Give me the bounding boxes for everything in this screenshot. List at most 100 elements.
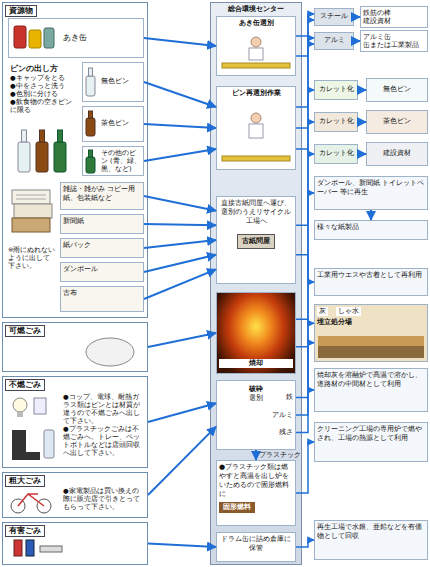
flow-arrow	[296, 122, 314, 128]
waste-category-box: 新聞紙	[60, 214, 144, 234]
waste-category-box: あき缶	[8, 18, 144, 58]
flow-arrow	[255, 450, 257, 460]
node-text: 建設資材	[369, 149, 425, 158]
node-text: 新聞紙	[63, 217, 141, 226]
group-panel: 資源物あき缶ビンの出し方●キャップをとる●中をさっと洗う●色別に分ける●飲食物の…	[2, 2, 148, 318]
waste-category-box: 紙パック	[60, 238, 144, 258]
waste-category-box: 有害ごみ	[2, 522, 148, 565]
waste-category-box: ダンボール	[60, 262, 144, 282]
node-text: 再生工場で水銀、亜鉛などを有価物として回収	[317, 523, 425, 541]
flow-arrow	[144, 196, 216, 211]
node-text: 鉄筋の棒	[363, 9, 425, 17]
node-text: ●プラスチックごみは不燃ごみへ。トレー、ペットボトルなどは店頭回収へ出して下さい…	[63, 425, 145, 457]
flow-arrow	[148, 403, 216, 422]
waste-category-box: 無色ビン	[82, 62, 144, 102]
flow-arrow	[296, 319, 314, 323]
flow-arrow	[358, 153, 366, 155]
flow-arrow	[296, 14, 314, 36]
node-text: ●色別に分ける	[10, 90, 76, 98]
group-panel: 総合環境センターあき缶選別ビン再選別作業直接古紙問屋へ運び、選別のうえリサイクル…	[210, 2, 302, 565]
output-box: 工業用ウエスや古着として再利用	[314, 268, 428, 296]
process-box: 直接古紙問屋へ運び、選別のうえリサイクル工場へ古紙問屋	[216, 196, 296, 284]
flow-arrow	[144, 240, 216, 248]
node-text: 選別	[221, 394, 291, 403]
node-text: 破砕	[221, 385, 291, 394]
node-text: 古布	[63, 289, 141, 298]
waste-category-box: 茶色ビン	[82, 106, 144, 142]
node-text: クリーニング工場の専用炉で燃やされ、工場の熱源として利用	[317, 425, 425, 443]
output-box: 様々な紙製品	[314, 220, 428, 240]
node-text: 建設資材	[363, 17, 425, 25]
node-text: あき缶選別	[219, 19, 293, 28]
node-text: 雑誌・雑がみ コピー用紙、包装紙など	[63, 185, 141, 203]
output-box: スチール	[314, 8, 354, 26]
node-text: 直接古紙問屋へ運び、選別のうえリサイクル工場へ	[219, 199, 293, 226]
node-text: 様々な紙製品	[317, 223, 425, 232]
flow-arrow	[296, 255, 314, 282]
flow-arrow	[296, 343, 314, 433]
flow-arrow	[148, 333, 216, 347]
node-text: 固形燃料	[219, 502, 255, 513]
node-text: ドラム缶に詰め倉庫に保管	[219, 535, 293, 553]
node-text: 粗大ごみ	[5, 475, 45, 487]
node-text: しゃ水	[336, 307, 361, 316]
flow-arrow	[370, 210, 372, 220]
output-box: 再生工場で水銀、亜鉛などを有価物として回収	[314, 520, 428, 560]
output-box: カレット化	[314, 144, 358, 164]
waste-category-box: 雑誌・雑がみ コピー用紙、包装紙など	[60, 182, 144, 210]
node-text: ●中をさっと洗う	[10, 82, 76, 90]
flow-arrow	[296, 20, 314, 398]
flow-arrow	[358, 121, 366, 123]
node-text: ●プラスチック類は燃やすと高温を出し炉をいためるので固形燃料に	[219, 463, 293, 499]
output-box: カレット化	[314, 112, 358, 132]
waste-category-box: 不燃ごみ●コップ、電球、耐熱ガラス類はビンとは材質が違うので不燃ごみへ出して下さ…	[2, 376, 148, 468]
flow-arrow	[296, 38, 314, 56]
process-box: あき缶選別	[216, 16, 296, 76]
node-text: ビン再選別作業	[219, 89, 293, 98]
flow-arrow	[296, 442, 314, 493]
flow-arrow	[358, 89, 366, 91]
flow-arrow	[144, 255, 216, 272]
node-text: ●家電製品は買い換えの際に販売店で引きとってもらって下さい。	[63, 487, 145, 511]
node-text: 灰	[317, 307, 328, 316]
node-text: 焼却灰を溶融炉で高温で溶かし、道路材の中間材として利用	[317, 371, 425, 389]
output-box: クリーニング工場の専用炉で燃やされ、工場の熱源として利用	[314, 422, 428, 462]
node-text: 埋立処分場	[317, 318, 425, 327]
node-text: ダンボール	[63, 265, 141, 274]
process-box: ●プラスチック類は燃やすと高温を出し炉をいためるので固形燃料に固形燃料	[216, 460, 296, 526]
node-text: 工業用ウエスや古着として再利用	[317, 271, 425, 280]
output-box: ダンボール、新聞紙 トイレットペーパー 等に再生	[314, 176, 428, 210]
node-text: その他のビン (青、緑、黒、など)	[101, 149, 141, 173]
waste-category-box: ビンの出し方●キャップをとる●中をさっと洗う●色別に分ける●飲食物の空きビンに限…	[8, 62, 78, 176]
waste-category-box: 可燃ごみ	[2, 322, 148, 372]
node-text: カレット化	[317, 85, 355, 94]
process-box: ビン再選別作業	[216, 86, 296, 170]
flow-arrow	[296, 44, 314, 415]
flow-arrow	[296, 540, 314, 547]
flow-arrow	[144, 269, 216, 299]
flow-arrow	[144, 124, 216, 128]
output-box: 茶色ビン	[366, 110, 428, 134]
note-text: ※雨にぬれないように出して下さい。	[8, 246, 56, 270]
output-box: 無色ビン	[366, 78, 428, 102]
edge-label: アルミ	[272, 411, 293, 420]
output-box: 建設資材	[366, 142, 428, 166]
node-text: 缶または工業製品	[363, 41, 425, 49]
node-text: 総合環境センター	[213, 5, 299, 14]
flow-arrow	[296, 149, 314, 154]
flow-arrow	[144, 38, 216, 46]
node-text: ビンの出し方	[10, 64, 76, 74]
process-box: ドラム缶に詰め倉庫に保管	[216, 532, 296, 562]
edge-label: 残さ	[279, 428, 293, 437]
waste-category-box: 粗大ごみ ●家電製品は買い換えの際に販売店で引きとってもらって下さい。	[2, 472, 148, 518]
node-text: アルミ缶	[363, 33, 425, 41]
node-text: 無色ビン	[369, 85, 425, 94]
node-text: 可燃ごみ	[5, 325, 45, 337]
output-box: カレット化	[314, 80, 358, 100]
output-box: アルミ缶缶または工業製品	[360, 30, 428, 52]
node-text: 茶色ビン	[369, 117, 425, 126]
node-text: 紙パック	[63, 241, 141, 250]
flow-arrow	[144, 82, 216, 107]
node-text: 茶色ビン	[101, 119, 141, 128]
